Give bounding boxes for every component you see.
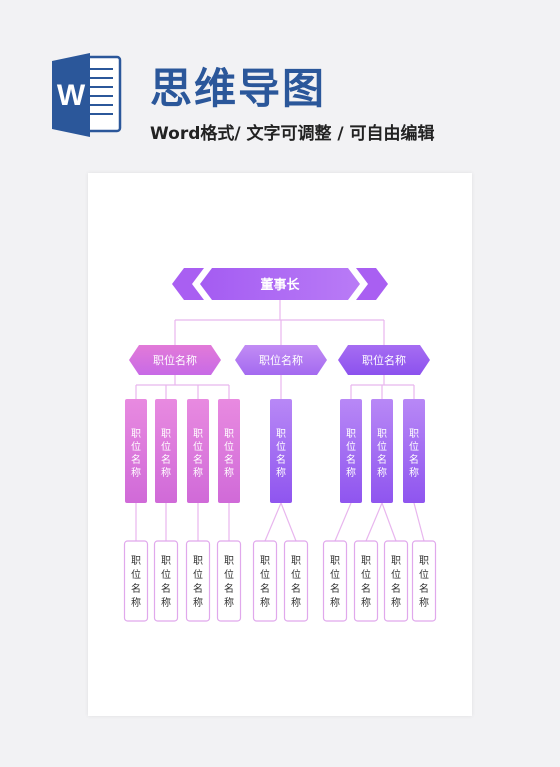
level1-node (338, 345, 430, 375)
level2-node (155, 399, 177, 503)
level2-node (218, 399, 240, 503)
level3-label: 职位名称 (419, 555, 429, 609)
level2-node (125, 399, 147, 503)
root-left-chevron (172, 268, 204, 300)
word-logo-icon: W (52, 53, 122, 137)
level1-node (129, 345, 221, 375)
level2-label: 职位名称 (193, 428, 203, 479)
header: W 思维导图 Word格式/ 文字可调整 / 可自由编辑 (0, 0, 560, 160)
level3-node (353, 540, 379, 622)
level3-node (411, 540, 437, 622)
page-subtitle: Word格式/ 文字可调整 / 可自由编辑 (150, 124, 435, 144)
level2-label: 职位名称 (409, 428, 419, 479)
level2-node (403, 399, 425, 503)
level2-label: 职位名称 (276, 428, 286, 479)
level3-node (252, 540, 278, 622)
level3-node (283, 540, 309, 622)
level3-node (383, 540, 409, 622)
connector-line (365, 502, 383, 542)
connector-line (334, 502, 352, 542)
level2-node (340, 399, 362, 503)
connector-line (280, 502, 297, 542)
level3-label: 职位名称 (260, 555, 270, 609)
level2-node (270, 399, 292, 503)
connector-line (413, 502, 425, 542)
level1-label: 职位名称 (259, 353, 303, 367)
level3-label: 职位名称 (193, 555, 203, 609)
level2-label: 职位名称 (224, 428, 234, 479)
level3-label: 职位名称 (291, 555, 301, 609)
level1-label: 职位名称 (362, 353, 406, 367)
level2-label: 职位名称 (346, 428, 356, 479)
page-title: 思维导图 (150, 64, 327, 113)
level2-label: 职位名称 (161, 428, 171, 479)
level2-node (371, 399, 393, 503)
level3-label: 职位名称 (224, 555, 234, 609)
level3-label: 职位名称 (161, 555, 171, 609)
root-node (200, 268, 360, 300)
level2-label: 职位名称 (131, 428, 141, 479)
level3-label: 职位名称 (131, 555, 141, 609)
connector-line (264, 502, 282, 542)
level2-node (187, 399, 209, 503)
level3-node (153, 540, 179, 622)
connector-line (381, 502, 397, 542)
level2-label: 职位名称 (377, 428, 387, 479)
level3-label: 职位名称 (391, 555, 401, 609)
logo-letter: W (57, 79, 86, 112)
level3-node (216, 540, 242, 622)
root-label: 董事长 (260, 277, 300, 293)
level3-node (322, 540, 348, 622)
level1-node (235, 345, 327, 375)
level3-node (123, 540, 149, 622)
level1-label: 职位名称 (153, 353, 197, 367)
level3-label: 职位名称 (361, 555, 371, 609)
root-right-chevron (356, 268, 388, 300)
level3-label: 职位名称 (330, 555, 340, 609)
level3-node (185, 540, 211, 622)
